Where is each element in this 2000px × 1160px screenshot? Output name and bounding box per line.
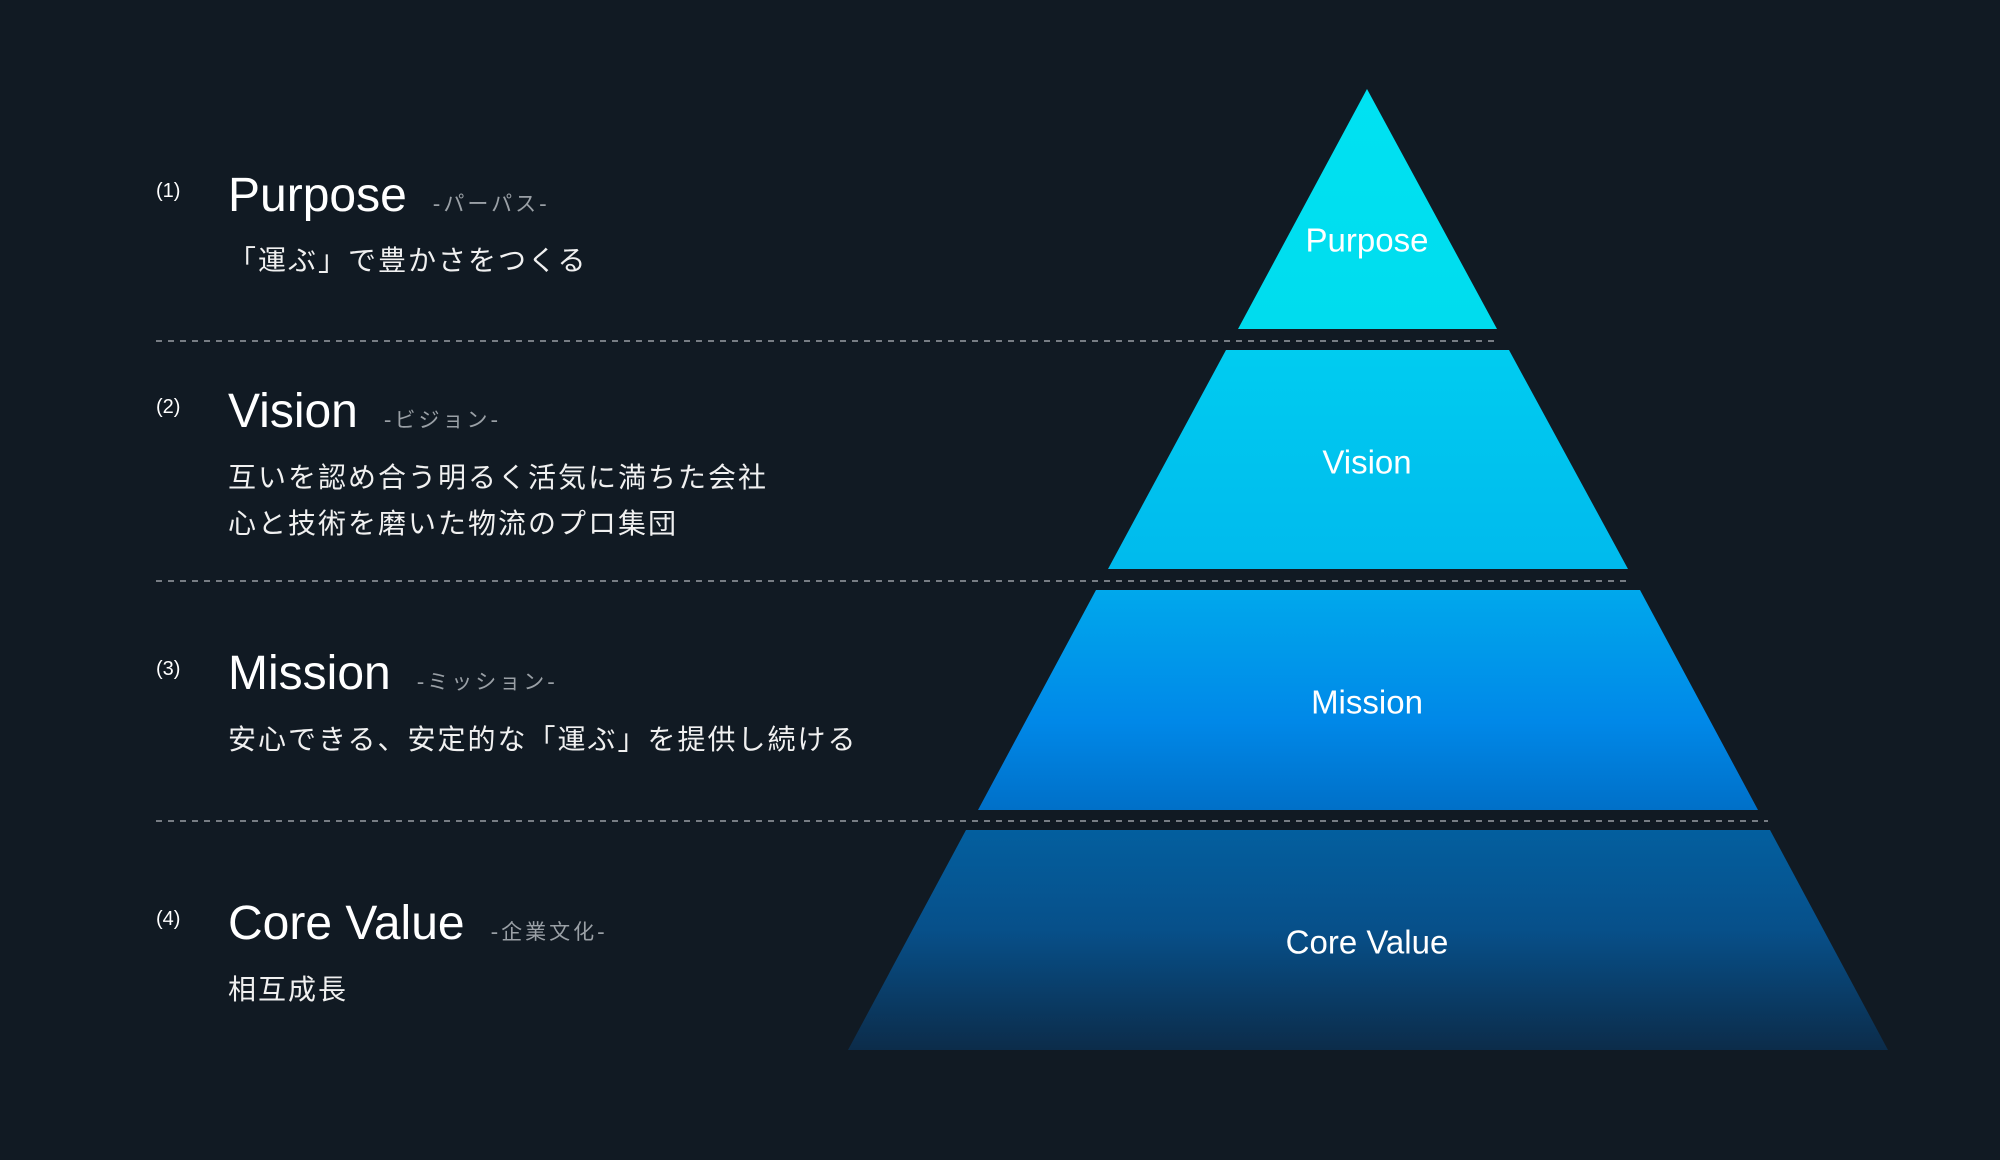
section-title: Mission (228, 647, 391, 700)
section-number: (3) (156, 658, 181, 680)
section-description: 安心できる、安定的な「運ぶ」を提供し続ける (228, 723, 858, 756)
pyramid-label-mission: Mission (1311, 684, 1423, 721)
section-heading: Purpose -パーパス- (228, 168, 550, 223)
section-kana: -ミッション- (416, 670, 558, 694)
section-description-line-1: 互いを認め合う明るく活気に満ちた会社 (228, 461, 769, 494)
pyramid-tier-purpose (1238, 89, 1497, 329)
section-number: (4) (156, 908, 181, 930)
pyramid-label-purpose: Purpose (1306, 222, 1429, 259)
section-kana: -パーパス- (432, 192, 550, 216)
section-kana: -企業文化- (490, 920, 608, 944)
pyramid-label-vision: Vision (1322, 444, 1411, 481)
pyramid-tier-mission (978, 590, 1758, 810)
pyramid-tier-vision (1108, 350, 1628, 569)
section-heading: Vision -ビジョン- (228, 384, 501, 439)
section-heading: Core Value -企業文化- (228, 896, 608, 951)
section-kana: -ビジョン- (383, 408, 502, 432)
section-heading: Mission -ミッション- (228, 646, 558, 701)
section-title: Purpose (228, 169, 407, 222)
section-title: Vision (228, 385, 358, 438)
section-number: (2) (156, 396, 181, 418)
section-number: (1) (156, 180, 181, 202)
section-description: 「運ぶ」で豊かさをつくる (228, 244, 588, 277)
section-title: Core Value (228, 897, 465, 950)
pyramid-label-core-value: Core Value (1286, 924, 1449, 961)
section-description: 相互成長 (228, 973, 349, 1006)
pyramid-tier-core-value (848, 830, 1888, 1050)
section-description-line-2: 心と技術を磨いた物流のプロ集団 (228, 507, 679, 540)
